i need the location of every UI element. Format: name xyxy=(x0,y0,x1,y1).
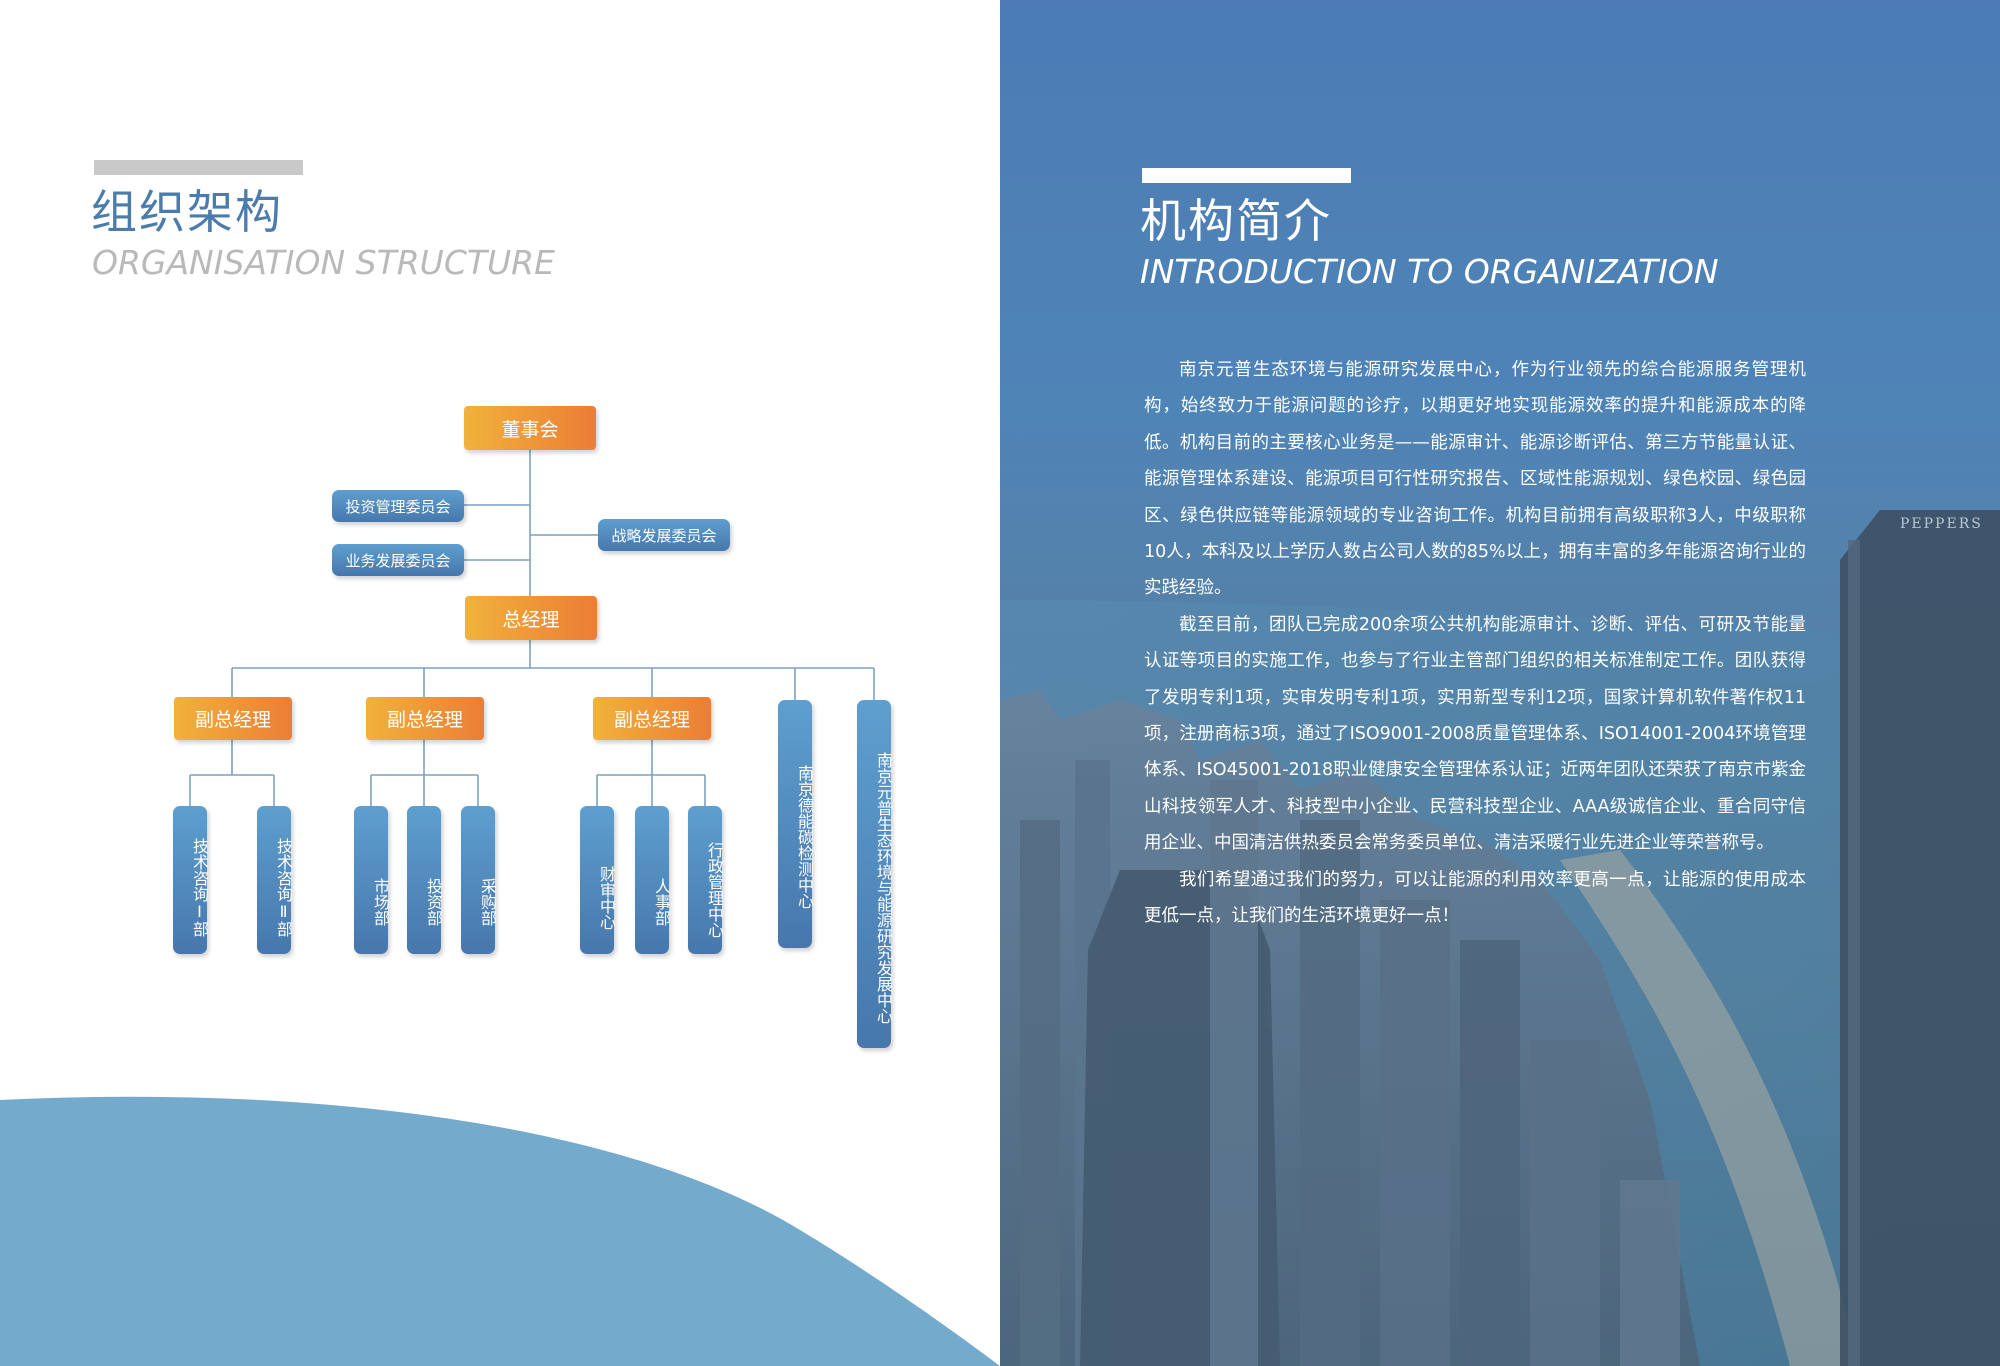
org-node-finance-center: 财审中心 xyxy=(580,806,616,954)
org-chart-connectors xyxy=(189,450,875,806)
org-node-tech-consult-1: 技术咨询Ⅰ部 xyxy=(173,806,209,954)
title-accent-bar-white xyxy=(1142,168,1351,183)
org-node-hr-dept: 人事部 xyxy=(635,806,671,954)
org-structure-subtitle: ORGANISATION STRUCTURE xyxy=(92,243,555,282)
bottom-wave-shape xyxy=(0,1096,1000,1366)
org-node-market-dept: 市场部 xyxy=(354,806,390,954)
city-skyline-photo: PEPPERS xyxy=(1000,0,2000,1366)
title-accent-bar xyxy=(94,160,303,175)
photo-building-sign: PEPPERS xyxy=(1900,516,1983,532)
org-node-invest-committee: 投资管理委员会 xyxy=(332,490,464,522)
org-node-general-manager: 总经理 xyxy=(465,596,597,640)
org-node-purchase-dept: 采购部 xyxy=(461,806,497,954)
org-node-research-center: 南京元普生态环境与能源研究发展中心 xyxy=(857,700,893,1048)
intro-paragraph-1: 南京元普生态环境与能源研究发展中心，作为行业领先的综合能源服务管理机构，始终致力… xyxy=(1144,360,1806,599)
org-node-admin-center: 行政管理中心 xyxy=(688,806,724,954)
org-node-business-committee: 业务发展委员会 xyxy=(332,544,464,576)
org-node-strategy-committee: 战略发展委员会 xyxy=(598,519,730,551)
intro-paragraph-2: 截至目前，团队已完成200余项公共机构能源审计、诊断、评估、可研及节能量认证等项… xyxy=(1144,614,1806,854)
intro-body: 南京元普生态环境与能源研究发展中心，作为行业领先的综合能源服务管理机构，始终致力… xyxy=(1144,352,1806,935)
org-structure-title: 组织架构 xyxy=(91,185,283,239)
intro-paragraph-3: 我们希望通过我们的努力，可以让能源的利用效率更高一点，让能源的使用成本更低一点，… xyxy=(1144,869,1806,927)
org-node-vp-1: 副总经理 xyxy=(174,697,292,740)
org-node-detection-center: 南京德能碳检测中心 xyxy=(778,700,814,948)
left-page: 组织架构 ORGANISATION STRUCTURE xyxy=(0,160,1000,1366)
right-page: PEPPERS 机构简介 INTRODUCTION TO ORGANIZATIO… xyxy=(1000,0,2000,1366)
org-node-invest-dept: 投资部 xyxy=(407,806,443,954)
intro-subtitle: INTRODUCTION TO ORGANIZATION xyxy=(1140,252,1719,291)
org-node-vp-3: 副总经理 xyxy=(593,697,711,740)
intro-title: 机构简介 xyxy=(1140,194,1332,248)
org-node-tech-consult-2: 技术咨询Ⅱ部 xyxy=(257,806,293,954)
org-node-vp-2: 副总经理 xyxy=(366,697,484,740)
org-node-board: 董事会 xyxy=(464,406,596,450)
